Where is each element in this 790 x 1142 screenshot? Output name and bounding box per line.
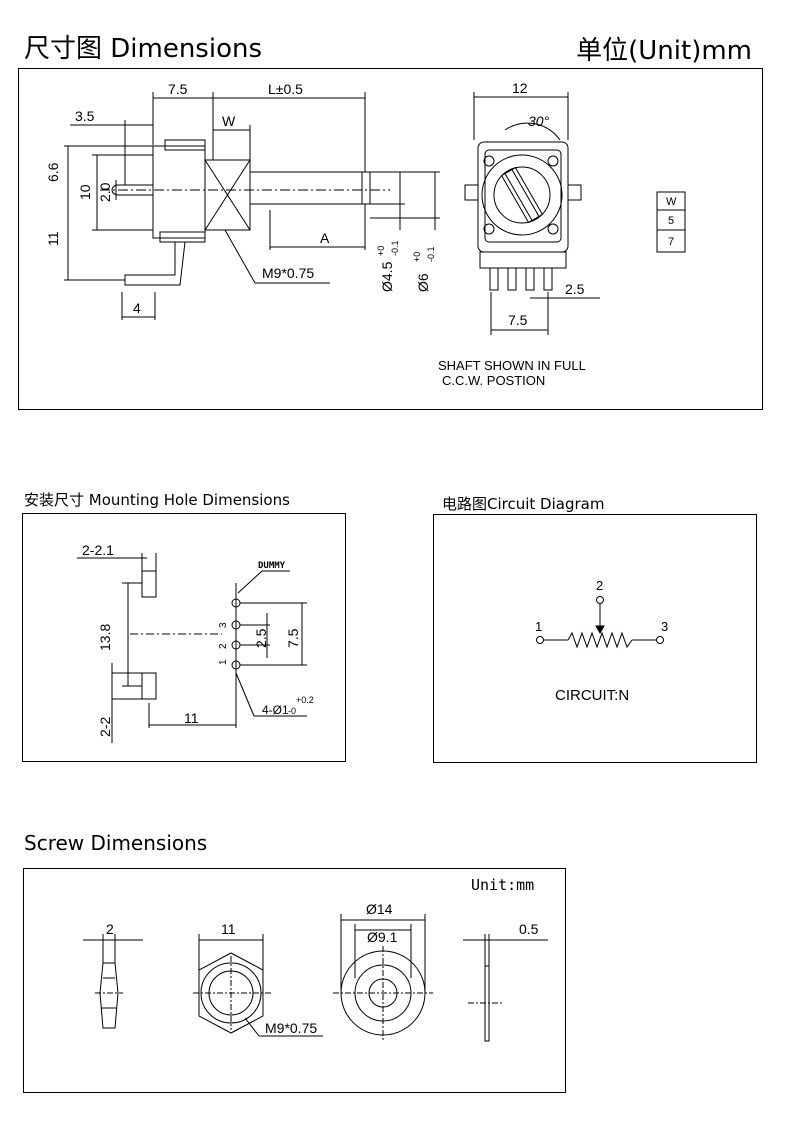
dim-shaft-6-tol-dn: -0.1 <box>426 246 436 262</box>
screw-title: Screw Dimensions <box>24 831 208 855</box>
dim-0-5-screw: 0.5 <box>519 921 539 937</box>
mount-pin-2: 2 <box>218 643 229 649</box>
dim-2-screw: 2 <box>106 921 114 937</box>
screw-drawing: Unit:mm 2 11 M9*0.75 Ø14 Ø9.1 0.5 <box>83 876 548 1042</box>
dim-2-5: 2.5 <box>565 281 585 297</box>
page-title: 尺寸图 Dimensions <box>24 34 263 64</box>
dim-w: W <box>222 113 236 129</box>
dim-2-5-mount: 2.5 <box>253 628 269 648</box>
dim-thread: M9*0.75 <box>262 265 314 281</box>
circuit-pin-2: 2 <box>596 578 603 593</box>
note-line-1: SHAFT SHOWN IN FULL <box>438 358 586 373</box>
screw-panel <box>23 868 566 1093</box>
circuit-title: 电路图Circuit Diagram <box>442 495 605 513</box>
dim-30-deg: 30° <box>528 113 550 129</box>
dim-2-2: 2-2 <box>97 717 113 737</box>
unit-label: 单位(Unit)mm <box>576 36 752 66</box>
mount-pin-1: 1 <box>218 659 229 665</box>
dim-shaft-4-5-tol-dn: -0.1 <box>390 240 400 256</box>
dim-shaft-4-5-tol-up: +0 <box>376 246 386 256</box>
dim-shaft-6: Ø6 <box>415 273 431 292</box>
dim-13-8: 13.8 <box>97 624 113 651</box>
dim-12: 12 <box>512 80 528 96</box>
dim-2-2-1: 2-2.1 <box>82 542 114 558</box>
hole-tol-dn: -0 <box>288 706 296 716</box>
dim-3-5: 3.5 <box>75 108 95 124</box>
mounting-drawing: 2-2.1 13.8 2-2 11 2.5 7.5 DUMMY 1 2 3 4-… <box>77 542 314 743</box>
dim-10: 10 <box>77 184 93 200</box>
table-cell-7: 7 <box>668 236 674 248</box>
dimension-drawing-panel <box>18 68 763 410</box>
dim-7-5-top: 7.5 <box>168 81 188 97</box>
dim-a: A <box>320 230 330 246</box>
mount-pin-3: 3 <box>218 622 229 628</box>
dummy-label: DUMMY <box>258 561 286 571</box>
dim-6-6: 6.6 <box>45 162 61 182</box>
circuit-pin-1: 1 <box>535 619 542 634</box>
dim-14-screw: Ø14 <box>366 901 393 917</box>
dim-4: 4 <box>133 300 141 316</box>
circuit-panel <box>433 514 757 763</box>
note-line-2: C.C.W. POSTION <box>442 373 545 388</box>
dimension-drawing: 7.5 L±0.5 W 3.5 6.6 10 2.0 11 4 A M9*0.7… <box>45 80 686 388</box>
table-cell-5: 5 <box>668 215 674 227</box>
hole-spec: 4-Ø1 <box>262 703 289 717</box>
table-cell-w: W <box>666 196 677 208</box>
dim-11-screw: 11 <box>221 921 236 937</box>
circuit-pin-3: 3 <box>661 619 668 634</box>
dim-2-0: 2.0 <box>97 182 113 202</box>
mounting-panel <box>22 513 346 762</box>
dim-shaft-4-5: Ø4.5 <box>379 261 395 292</box>
screw-unit: Unit:mm <box>471 876 534 894</box>
dim-thread-screw: M9*0.75 <box>265 1020 317 1036</box>
dim-7-5-mount: 7.5 <box>285 628 301 648</box>
circuit-diagram: 1 2 3 CIRCUIT:N <box>535 578 668 704</box>
hole-tol-up: +0.2 <box>296 695 314 705</box>
mounting-title: 安装尺寸 Mounting Hole Dimensions <box>24 491 290 509</box>
dim-9-1-screw: Ø9.1 <box>367 929 398 945</box>
dim-shaft-6-tol-up: +0 <box>412 252 422 262</box>
circuit-label: CIRCUIT:N <box>555 687 629 704</box>
dim-7-5-front: 7.5 <box>508 312 528 328</box>
dim-length: L±0.5 <box>268 81 303 97</box>
dim-11-mount: 11 <box>184 710 199 726</box>
dim-11: 11 <box>45 231 61 246</box>
